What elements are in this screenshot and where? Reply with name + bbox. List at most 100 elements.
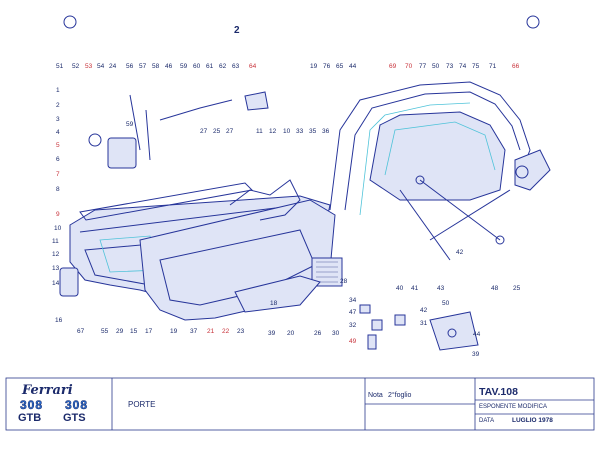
callouts-right-top: 19 76 65 44 69 70 77 50 73 74 75 71 66 (310, 63, 520, 70)
callout-46: 46 (165, 63, 173, 70)
callout-32: 32 (349, 322, 357, 329)
model-name-gtb: GTB (18, 412, 42, 424)
binder-hole-left (63, 15, 77, 29)
callout-35: 35 (309, 128, 317, 135)
callout-19: 19 (170, 328, 178, 335)
callout-17: 17 (145, 328, 153, 335)
callout-30: 30 (332, 330, 340, 337)
callout-21: 21 (207, 328, 215, 335)
callout-16: 16 (55, 317, 63, 324)
callout-48: 48 (491, 285, 499, 292)
callout-33: 33 (296, 128, 304, 135)
tab-number: 2 (234, 25, 240, 36)
callout-71: 71 (489, 63, 497, 70)
callout-5: 5 (56, 142, 60, 149)
callout-70: 70 (405, 63, 413, 70)
callout-27-b: 27 (226, 128, 234, 135)
callout-37: 37 (190, 328, 198, 335)
callout-52: 52 (72, 63, 80, 70)
callout-25: 25 (213, 128, 221, 135)
window-frame (329, 81, 531, 216)
callout-40: 40 (396, 285, 404, 292)
title-block-frame (5, 377, 595, 431)
wiring-harness (229, 179, 301, 221)
callout-60: 60 (193, 63, 201, 70)
model-name-gts: GTS (63, 412, 86, 424)
brand-logo: Ferrari (22, 383, 73, 398)
callout-65: 65 (336, 63, 344, 70)
callout-54: 54 (97, 63, 105, 70)
callout-58: 58 (152, 63, 160, 70)
modification-label: ESPONENTE MODIFICA (479, 404, 548, 410)
callout-61: 61 (206, 63, 214, 70)
callout-7: 7 (56, 171, 60, 178)
callout-57: 57 (139, 63, 147, 70)
armrest (234, 275, 321, 313)
callout-1: 1 (56, 87, 60, 94)
callout-13: 13 (52, 265, 60, 272)
table-number: TAV.108 (479, 386, 518, 398)
callout-47: 47 (349, 309, 357, 316)
callout-36: 36 (322, 128, 330, 135)
callout-51: 51 (56, 63, 64, 70)
callout-10: 10 (54, 225, 62, 232)
callout-50-small: 50 (442, 300, 450, 307)
small-hardware (359, 304, 479, 351)
callout-64: 64 (249, 63, 257, 70)
sheet-label: Nota (368, 392, 383, 399)
lock-mechanism (88, 91, 269, 169)
callout-19-right: 19 (310, 63, 318, 70)
callout-12-mid: 12 (269, 128, 277, 135)
callout-2: 2 (56, 102, 60, 109)
callout-23: 23 (237, 328, 245, 335)
callout-31: 31 (420, 320, 428, 327)
callout-75: 75 (472, 63, 480, 70)
callout-14: 14 (52, 280, 60, 287)
callout-55: 55 (101, 328, 109, 335)
callout-6: 6 (56, 156, 60, 163)
callout-11-mid: 11 (256, 128, 263, 135)
model-number-gtb: 308 (20, 398, 44, 413)
callouts-small-parts: 34 47 32 49 42 31 44 39 50 (349, 297, 481, 358)
callout-77: 77 (419, 63, 427, 70)
callout-42-small: 42 (420, 307, 428, 314)
callout-59-lock: 59 (126, 121, 134, 128)
callouts-left-top: 51 52 53 54 24 56 57 58 46 59 60 61 62 6… (56, 63, 257, 70)
model-number-gts: 308 (65, 398, 89, 413)
callout-59: 59 (180, 63, 188, 70)
callout-73: 73 (446, 63, 454, 70)
callout-66: 66 (512, 63, 520, 70)
door-hinge (59, 267, 79, 297)
callout-76: 76 (323, 63, 331, 70)
callout-67: 67 (77, 328, 85, 335)
callout-20: 20 (287, 330, 295, 337)
callout-28: 28 (340, 278, 348, 285)
callout-63: 63 (232, 63, 240, 70)
callout-24: 24 (109, 63, 117, 70)
date-value: LUGLIO 1978 (512, 417, 553, 424)
callouts-right-lower: 42 40 41 43 48 25 (396, 249, 521, 292)
callouts-left-side: 1 2 3 4 5 6 7 8 9 10 11 12 13 14 (52, 87, 62, 287)
callout-22: 22 (222, 328, 230, 335)
callout-26: 26 (314, 330, 322, 337)
callouts-bottom: 16 67 55 29 15 17 19 37 21 22 23 39 18 2… (55, 278, 348, 337)
callout-44: 44 (349, 63, 357, 70)
callout-62: 62 (219, 63, 227, 70)
callouts-middle: 59 11 12 10 33 35 36 27 25 27 (126, 121, 330, 135)
callout-53: 53 (85, 63, 93, 70)
callout-4: 4 (56, 129, 60, 136)
callout-44-small: 44 (473, 331, 481, 338)
callout-11: 11 (52, 238, 59, 245)
binder-hole-right (526, 15, 540, 29)
callout-42: 42 (456, 249, 464, 256)
window-regulator (399, 149, 551, 261)
callout-74: 74 (459, 63, 467, 70)
callout-12: 12 (52, 251, 60, 258)
callout-18: 18 (270, 300, 278, 307)
callout-41: 41 (411, 285, 419, 292)
window-glass (369, 111, 506, 201)
callout-34: 34 (349, 297, 357, 304)
section-title: PORTE (128, 400, 156, 409)
